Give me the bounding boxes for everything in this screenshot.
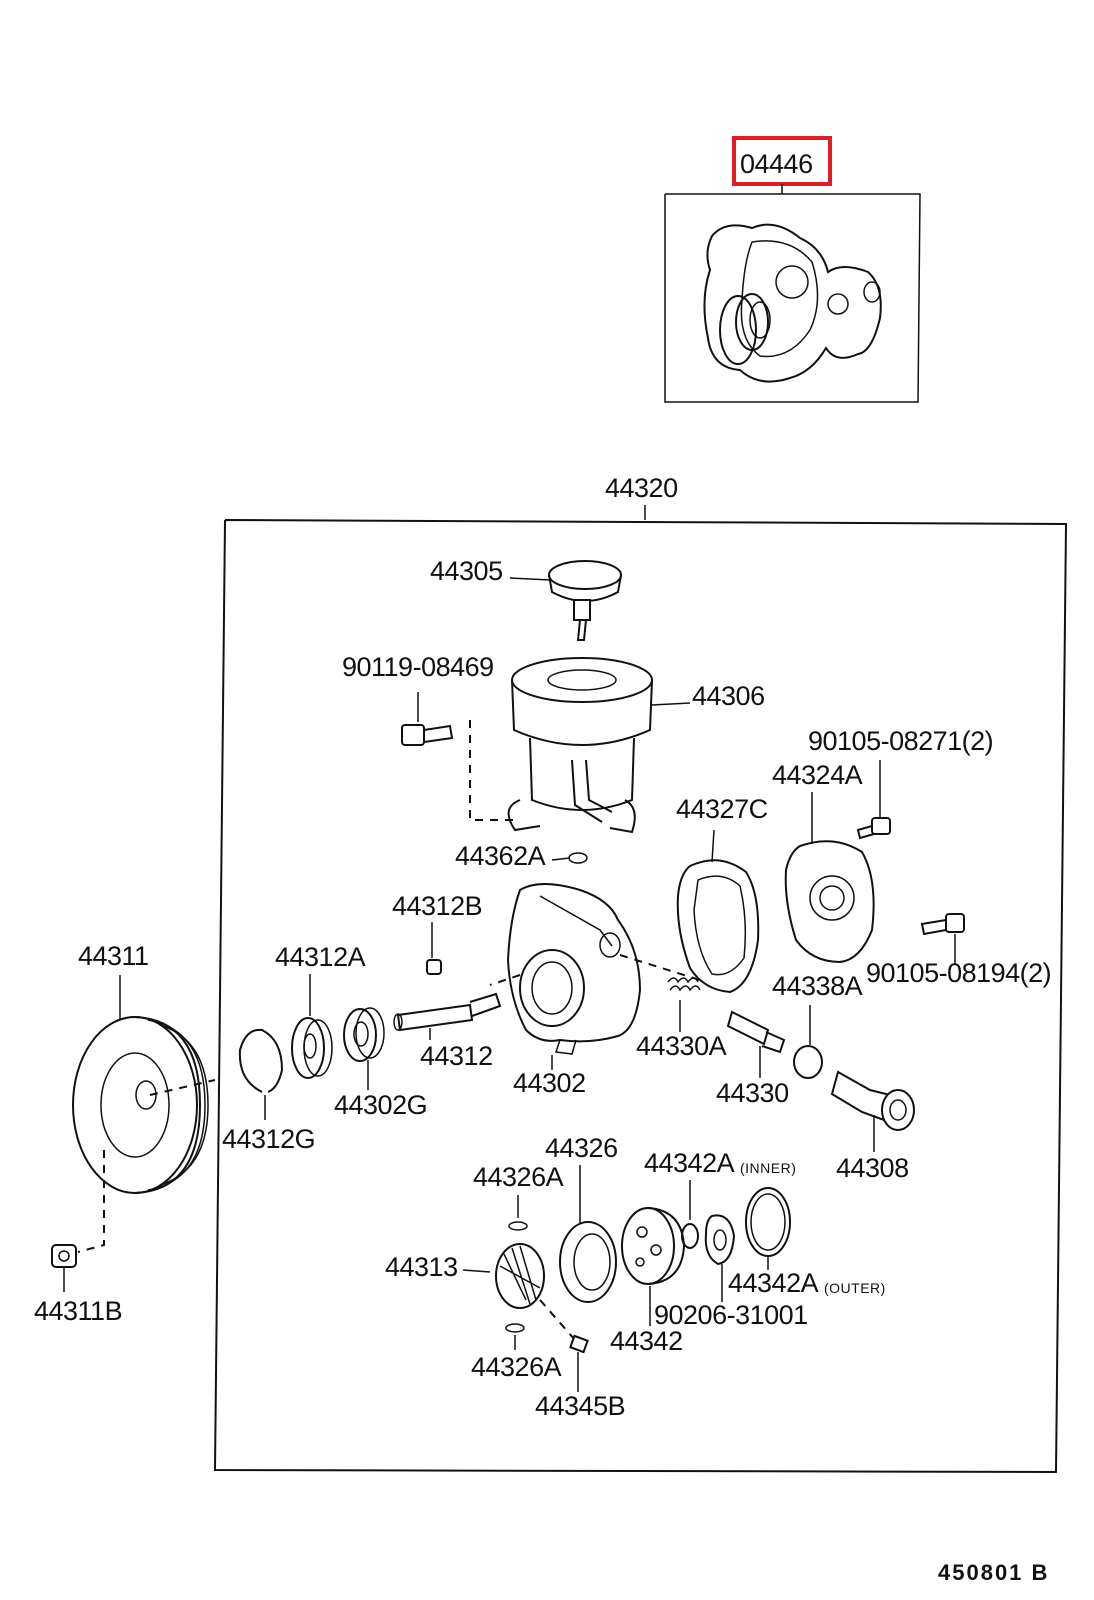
- part-label-44305[interactable]: 44305: [430, 556, 503, 586]
- part-label-44312G[interactable]: 44312G: [222, 1124, 316, 1154]
- rotor-icon: [495, 1243, 545, 1309]
- reservoir-cap: 44305: [430, 556, 622, 641]
- part-label-44302G[interactable]: 44302G: [334, 1090, 428, 1120]
- part-label-44306[interactable]: 44306: [692, 681, 765, 711]
- part-label-44313[interactable]: 44313: [385, 1252, 458, 1282]
- bolt-side-icon: [920, 913, 965, 936]
- part-label-44342A-outer-note[interactable]: (OUTER): [824, 1280, 886, 1296]
- part-label-44311[interactable]: 44311: [78, 941, 149, 971]
- gasket-kit-group: 04446: [664, 136, 921, 403]
- part-label-44312A[interactable]: 44312A: [275, 942, 366, 972]
- part-label-44345B[interactable]: 44345B: [535, 1391, 626, 1421]
- part-label-44342[interactable]: 44342: [610, 1326, 683, 1356]
- assembly-frame: [213, 519, 1068, 1474]
- spring-icon: [667, 977, 701, 992]
- part-label-44338A[interactable]: 44338A: [772, 971, 863, 1001]
- part-label-44308[interactable]: 44308: [836, 1153, 909, 1183]
- part-label-04446[interactable]: 04446: [740, 149, 813, 179]
- part-label-90206-31001[interactable]: 90206-31001: [654, 1300, 808, 1330]
- shaft: 44312: [393, 992, 502, 1071]
- pressure-plate: 44342: [610, 1207, 686, 1356]
- valve-icon: [726, 1010, 786, 1054]
- part-label-44330A[interactable]: 44330A: [636, 1031, 727, 1061]
- part-label-44342A-outer[interactable]: 44342A: [728, 1268, 819, 1298]
- nut-icon: [51, 1244, 77, 1268]
- diagram-code: 450801 B: [938, 1560, 1049, 1585]
- part-label-44330[interactable]: 44330: [716, 1078, 789, 1108]
- bolt-small-icon: [856, 817, 891, 840]
- bolt-icon: [401, 724, 454, 746]
- part-label-44342A-inner-note[interactable]: (INNER): [740, 1160, 796, 1176]
- part-label-44326A-top[interactable]: 44326A: [473, 1162, 564, 1192]
- part-label-44311B[interactable]: 44311B: [34, 1296, 123, 1326]
- part-label-44342A-inner[interactable]: 44342A: [644, 1148, 735, 1178]
- part-label-90105-08194[interactable]: 90105-08194(2): [866, 958, 1052, 988]
- part-label-44302[interactable]: 44302: [513, 1068, 586, 1098]
- part-label-90119-08469[interactable]: 90119-08469: [342, 652, 494, 682]
- union-fitting: 44308: [830, 1070, 915, 1183]
- part-label-44326A-bottom[interactable]: 44326A: [471, 1352, 562, 1382]
- part-label-44327C[interactable]: 44327C: [676, 794, 768, 824]
- gasket-plate-icon: [676, 859, 760, 994]
- reservoir: 44306: [507, 657, 765, 834]
- cover-plate-icon: [784, 840, 875, 964]
- part-label-44320[interactable]: 44320: [605, 473, 678, 503]
- washer-icon: [704, 1214, 736, 1266]
- snap-ring-icon: [238, 1028, 284, 1093]
- part-label-90105-08271[interactable]: 90105-08271(2): [808, 726, 994, 756]
- part-label-44312B[interactable]: 44312B: [392, 891, 483, 921]
- part-label-44362A[interactable]: 44362A: [455, 841, 546, 871]
- part-label-44324A[interactable]: 44324A: [772, 760, 863, 790]
- pump-body: 44302: [506, 883, 642, 1098]
- part-label-44326[interactable]: 44326: [545, 1133, 618, 1163]
- gasket-sheet-icon: [703, 223, 882, 383]
- pulley: 44311: [72, 941, 209, 1194]
- part-label-44312[interactable]: 44312: [420, 1041, 493, 1071]
